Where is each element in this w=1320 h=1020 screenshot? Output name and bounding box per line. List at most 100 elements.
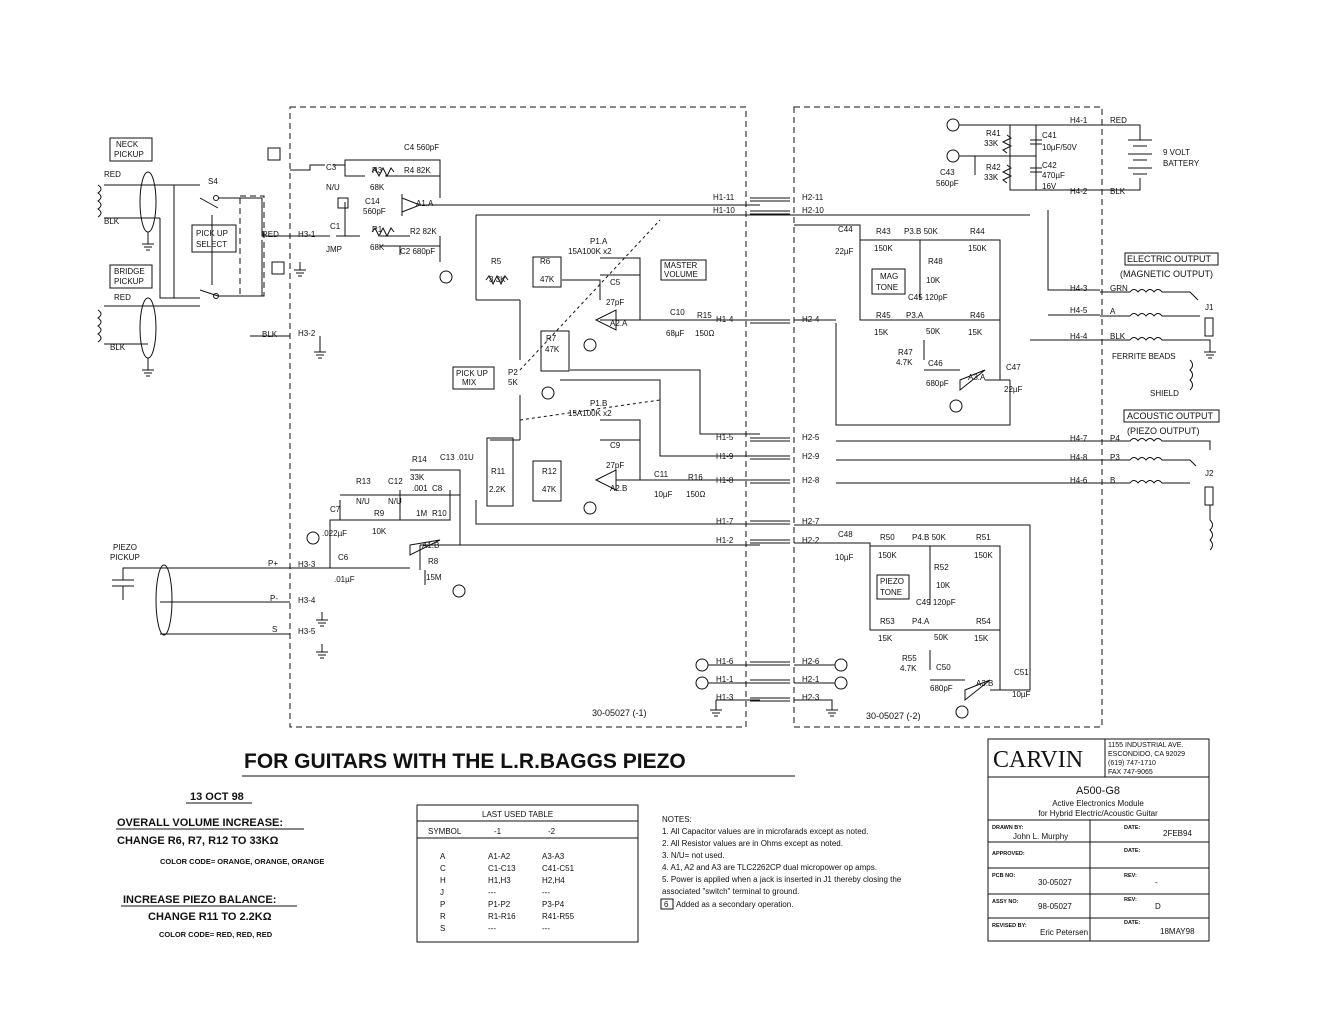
mag-box-line1: MAG (880, 272, 898, 281)
component-label: H2-1 (802, 675, 820, 684)
table-header-symbol: SYMBOL (428, 827, 462, 836)
component-label: A2.B (610, 484, 627, 493)
component-label: C8 (432, 484, 443, 493)
component-label: H1-9 (716, 452, 734, 461)
component-label: RED (1110, 116, 1127, 125)
component-label: R41 (986, 129, 1001, 138)
mix-box-line1: PICK UP (456, 369, 488, 378)
component-label: R6 (540, 257, 551, 266)
component-label: FERRITE BEADS (1112, 352, 1176, 361)
component-label: C51 (1014, 668, 1029, 677)
address-3: (619) 747-1710 (1108, 760, 1156, 767)
rev-1: - (1155, 878, 1158, 887)
component-label: JMP (326, 245, 342, 254)
component-label: GRN (1110, 284, 1128, 293)
assy-number: 98-05027 (1038, 902, 1072, 911)
component-label: R42 (986, 163, 1001, 172)
note-6-flag: 6 (664, 900, 669, 909)
board-1-outline (289, 106, 747, 728)
component-label: 50K (934, 633, 949, 642)
component-label: H2-9 (802, 452, 820, 461)
component-label: P- (270, 594, 278, 603)
table-cell: S (440, 924, 445, 933)
component-label: P3.B 50K (904, 227, 938, 236)
component-label: 10µF (835, 553, 854, 562)
select-box-line1: PICK UP (196, 229, 228, 238)
master-box-line2: VOLUME (664, 270, 698, 279)
revised-by: Eric Petersen (1040, 928, 1088, 937)
component-label: R50 (880, 533, 895, 542)
component-label: R10 (432, 509, 447, 518)
note-5-cont: associated "switch" terminal to ground. (662, 887, 799, 896)
component-label: C50 (936, 663, 951, 672)
component-label: P4.A (912, 617, 930, 626)
address-2: ESCONDIDO, CA 92029 (1108, 751, 1185, 758)
component-label: P4 (1110, 434, 1120, 443)
note-3: 3. N/U= not used. (662, 851, 724, 860)
component-label: 560pF (363, 207, 386, 216)
component-label: R14 (412, 455, 427, 464)
component-label: C2 680pF (400, 247, 435, 256)
table-cell: J (440, 888, 444, 897)
component-label: 27pF (606, 298, 624, 307)
component-label: 68µF (666, 329, 685, 338)
desc-1: Active Electronics Module (1052, 799, 1144, 808)
table-cell: A (440, 852, 446, 861)
component-label: H4-3 (1070, 284, 1088, 293)
date-1: 2FEB94 (1163, 829, 1192, 838)
component-label: 15M (426, 573, 442, 582)
component-label: 50K (926, 327, 941, 336)
component-label: 15K (878, 634, 893, 643)
box-labels: NECK PICKUP BRIDGE PICKUP PICK UP SELECT… (114, 140, 1214, 721)
neck-pickup-section (97, 137, 200, 251)
board-1-label: 30-05027 (-1) (592, 708, 647, 718)
component-label: 15A100K x2 (568, 409, 612, 418)
table-cell: --- (542, 888, 550, 897)
component-label: R16 (688, 473, 703, 482)
component-label: 47K (545, 345, 560, 354)
component-label: A (1110, 307, 1116, 316)
table-cell: --- (488, 888, 496, 897)
component-label: R45 (876, 311, 891, 320)
component-label: R48 (928, 257, 943, 266)
component-label: C42 (1042, 161, 1057, 170)
component-label: C45 120pF (908, 293, 948, 302)
component-label: P1.A (590, 237, 608, 246)
component-label: A1.A (416, 199, 434, 208)
component-label: 150Ω (695, 329, 714, 338)
component-label: C12 (388, 477, 403, 486)
volume-color-code: COLOR CODE= ORANGE, ORANGE, ORANGE (160, 857, 324, 866)
component-label: C10 (670, 308, 685, 317)
component-label: J1 (1205, 303, 1214, 312)
component-label: H1-5 (716, 433, 734, 442)
component-label: H4-1 (1070, 116, 1088, 125)
component-label: C48 (838, 530, 853, 539)
component-label: H2-7 (802, 517, 820, 526)
component-label: B (1110, 476, 1115, 485)
component-label: 10K (926, 276, 941, 285)
drawn-by: John L. Murphy (1013, 832, 1068, 841)
component-label: H2-2 (802, 536, 820, 545)
bridge-box-line2: PICKUP (114, 277, 144, 286)
date-2: 18MAY98 (1160, 927, 1195, 936)
component-label: P1.B (590, 399, 607, 408)
component-label: H3-1 (298, 230, 316, 239)
component-label: C6 (338, 553, 349, 562)
supply-section-1 (695, 658, 848, 717)
component-label: C11 (654, 470, 669, 479)
component-label: P3.A (906, 311, 924, 320)
component-label: BLK (104, 217, 120, 226)
component-label: 10µF/50V (1042, 143, 1078, 152)
desc-2: for Hybrid Electric/Acoustic Guitar (1038, 809, 1158, 818)
component-label: H2-5 (802, 433, 820, 442)
output-section (836, 210, 1220, 551)
component-label: 150Ω (686, 490, 705, 499)
component-label: 3.3K (489, 275, 506, 284)
component-label: 560pF (936, 179, 959, 188)
notes-heading: NOTES: (662, 815, 692, 824)
component-label: H4-6 (1070, 476, 1088, 485)
component-label: H2-10 (802, 206, 824, 215)
component-label: P4.B 50K (912, 533, 946, 542)
piezo-tone-section (794, 524, 1031, 719)
component-label: N/U (388, 497, 402, 506)
